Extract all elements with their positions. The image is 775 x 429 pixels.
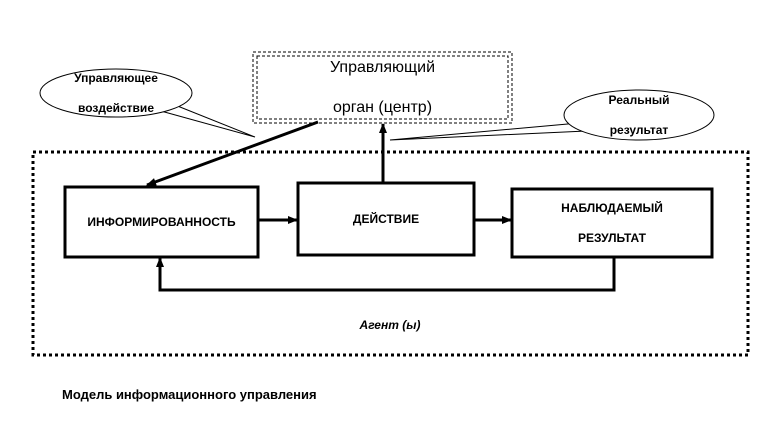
center-label-line2: орган (центр) [332,98,433,116]
callout-result-bubble [563,89,715,141]
callout-result-tail [389,121,609,141]
agents-label: Агент (ы) [359,318,421,332]
awareness-label: ИНФОРМИРОВАННОСТЬ [87,214,236,229]
observed-label-line1: НАБЛЮДАЕМЫЙ [561,200,663,215]
feedback-loop-arrow [156,257,616,292]
callout-result-label: Реальный результат [566,92,712,137]
center-label: Управляющий орган (центр) [257,56,508,119]
awareness-box [63,185,260,259]
center-label-line1: Управляющий [329,58,436,76]
center-frame-inner [256,55,509,120]
figure-caption: Модель информационного управления [62,387,317,402]
agent-boundary [31,150,750,357]
callout-influence-tail [149,102,256,138]
callout-influence-line1: Управляющее [74,70,158,85]
callout-influence-bubble [39,68,193,118]
callout-result-line1: Реальный [608,92,670,107]
observed-label-line2: РЕЗУЛЬТАТ [578,230,646,245]
callout-influence-line2: воздействие [77,100,154,115]
center-frame-outer [252,51,513,124]
observed-label: НАБЛЮДАЕМЫЙ РЕЗУЛЬТАТ [512,189,712,257]
callout-influence-label: Управляющее воздействие [44,70,188,115]
action-label: ДЕЙСТВИЕ [352,211,420,226]
arrow-center-to-awareness [146,120,319,187]
observed-box [510,187,714,259]
callout-result-line2: результат [609,122,669,137]
